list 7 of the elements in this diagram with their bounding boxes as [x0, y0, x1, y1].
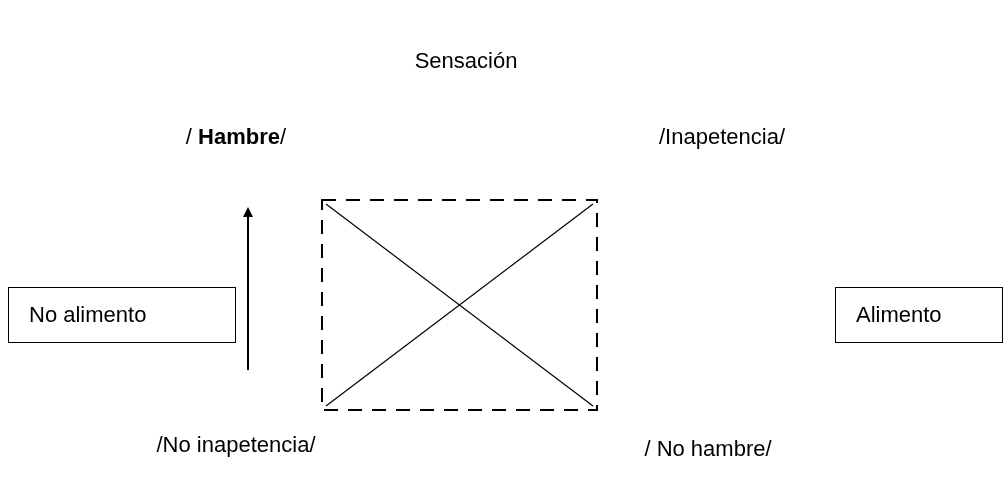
title: Sensación	[414, 48, 518, 74]
corner-term-label: /No inapetencia/	[156, 432, 316, 458]
corner-term-label: / Hambre/	[185, 124, 287, 150]
corner-term-label: / No hambre/	[644, 436, 772, 462]
text-box: Alimento	[835, 287, 1003, 343]
corner-term-label: /Inapetencia/	[659, 124, 785, 150]
text-box: No alimento	[8, 287, 236, 343]
